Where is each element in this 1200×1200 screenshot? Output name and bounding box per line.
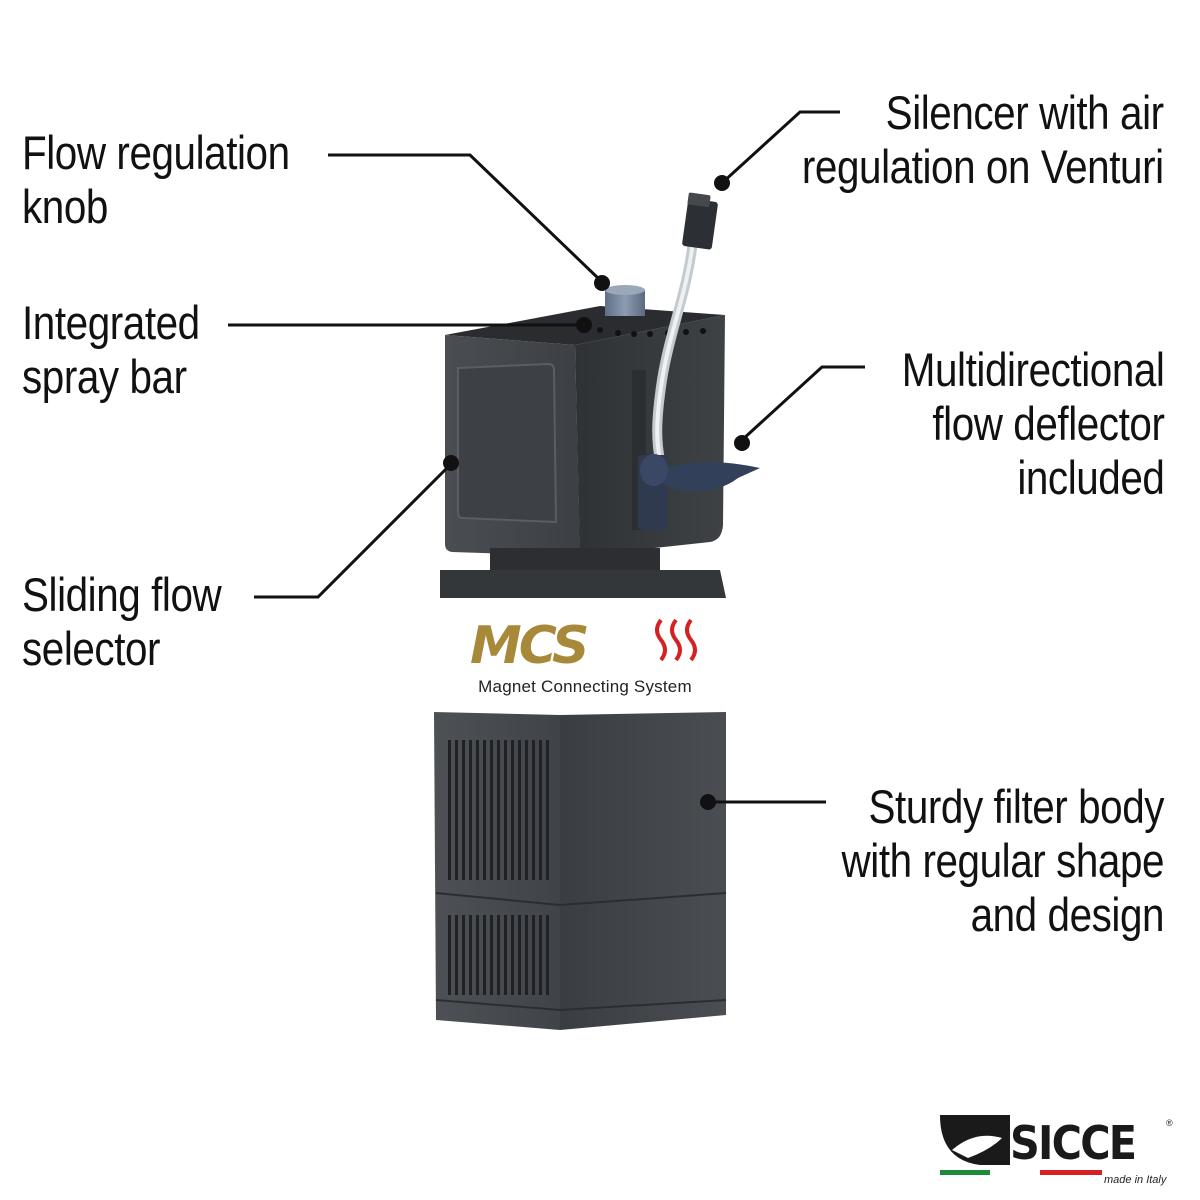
callout-spray-bar-line1: Integrated bbox=[22, 296, 200, 349]
vent-slot bbox=[462, 740, 465, 880]
vent-slot bbox=[518, 915, 521, 995]
callout-silencer-line1: Silencer with air bbox=[886, 86, 1164, 139]
vent-slot bbox=[539, 915, 542, 995]
vent-slot bbox=[511, 740, 514, 880]
flag-green bbox=[940, 1170, 990, 1175]
callout-deflector-line3: included bbox=[1016, 451, 1165, 504]
callout-filter-body-line2: with regular shape bbox=[841, 834, 1164, 887]
callout-flow-selector-line1: Sliding flow bbox=[22, 568, 222, 621]
vent-slot bbox=[504, 740, 507, 880]
vent-slot bbox=[469, 740, 472, 880]
vent-slot bbox=[483, 740, 486, 880]
vent-slot bbox=[525, 915, 528, 995]
vent-slot bbox=[462, 915, 465, 995]
callout-flow-knob-line2: knob bbox=[22, 180, 108, 233]
vent-slot bbox=[504, 915, 507, 995]
mcs-caption: Magnet Connecting System bbox=[478, 677, 692, 696]
neck-connector bbox=[490, 548, 660, 572]
vent-slot bbox=[448, 740, 451, 880]
vent-slot bbox=[546, 740, 549, 880]
leader-flow-knob bbox=[328, 153, 602, 282]
mcs-logo: MCS bbox=[470, 616, 697, 676]
leader-flow-selector bbox=[254, 463, 452, 599]
mcs-base bbox=[440, 570, 726, 598]
callout-silencer-line2: regulation on Venturi bbox=[802, 140, 1164, 193]
vent-slot bbox=[490, 915, 493, 995]
leader-deflector bbox=[740, 365, 865, 442]
callout-filter-body-line1: Sturdy filter body bbox=[868, 780, 1164, 833]
sicce-logo-mark bbox=[940, 1115, 1102, 1175]
leader-lines bbox=[228, 110, 865, 804]
brand-tagline: made in Italy bbox=[1104, 1174, 1167, 1186]
vent-slot bbox=[455, 740, 458, 880]
callout-flow-selector-line2: selector bbox=[22, 622, 161, 675]
vent-slot bbox=[532, 915, 535, 995]
callout-flow-knob: Flow regulation knob bbox=[22, 126, 290, 234]
silencer-tube bbox=[652, 192, 718, 461]
callout-deflector-line2: flow deflector bbox=[931, 397, 1165, 450]
vent-slot bbox=[546, 915, 549, 995]
vent-slot bbox=[532, 740, 535, 880]
flow-deflector bbox=[638, 454, 760, 530]
svg-text:MCS: MCS bbox=[470, 616, 587, 676]
vent-slot bbox=[476, 915, 479, 995]
vent-slot bbox=[490, 740, 493, 880]
brand-registered: ® bbox=[1166, 1118, 1173, 1128]
vent-slot bbox=[497, 740, 500, 880]
flag-white bbox=[990, 1170, 1040, 1175]
vent-slot bbox=[476, 740, 479, 880]
vent-slot bbox=[455, 915, 458, 995]
vent-slot bbox=[518, 740, 521, 880]
vent-slot bbox=[539, 740, 542, 880]
callout-flow-knob-line1: Flow regulation bbox=[22, 126, 290, 179]
motor-head bbox=[445, 306, 725, 556]
vent-slot bbox=[497, 915, 500, 995]
vent-slot bbox=[525, 740, 528, 880]
vent-slot bbox=[483, 915, 486, 995]
callout-filter-body: Sturdy filter body with regular shape an… bbox=[841, 780, 1164, 942]
brand-name: SICCE bbox=[1010, 1116, 1137, 1170]
vent-slot bbox=[469, 915, 472, 995]
leader-silencer bbox=[720, 110, 840, 185]
vent-slot bbox=[511, 915, 514, 995]
flow-knob bbox=[605, 285, 645, 316]
callout-filter-body-line3: and design bbox=[970, 888, 1165, 941]
flag-red bbox=[1040, 1170, 1102, 1175]
callout-flow-selector: Sliding flow selector bbox=[22, 568, 222, 676]
callout-deflector: Multidirectional flow deflector included bbox=[901, 343, 1164, 505]
filter-slots bbox=[448, 740, 549, 995]
vent-slot bbox=[448, 915, 451, 995]
leader-dots bbox=[443, 175, 750, 810]
callout-deflector-line1: Multidirectional bbox=[901, 343, 1164, 396]
callout-silencer: Silencer with air regulation on Venturi bbox=[802, 86, 1164, 194]
callout-spray-bar: Integrated spray bar bbox=[22, 296, 200, 404]
callout-spray-bar-line2: spray bar bbox=[22, 350, 187, 403]
